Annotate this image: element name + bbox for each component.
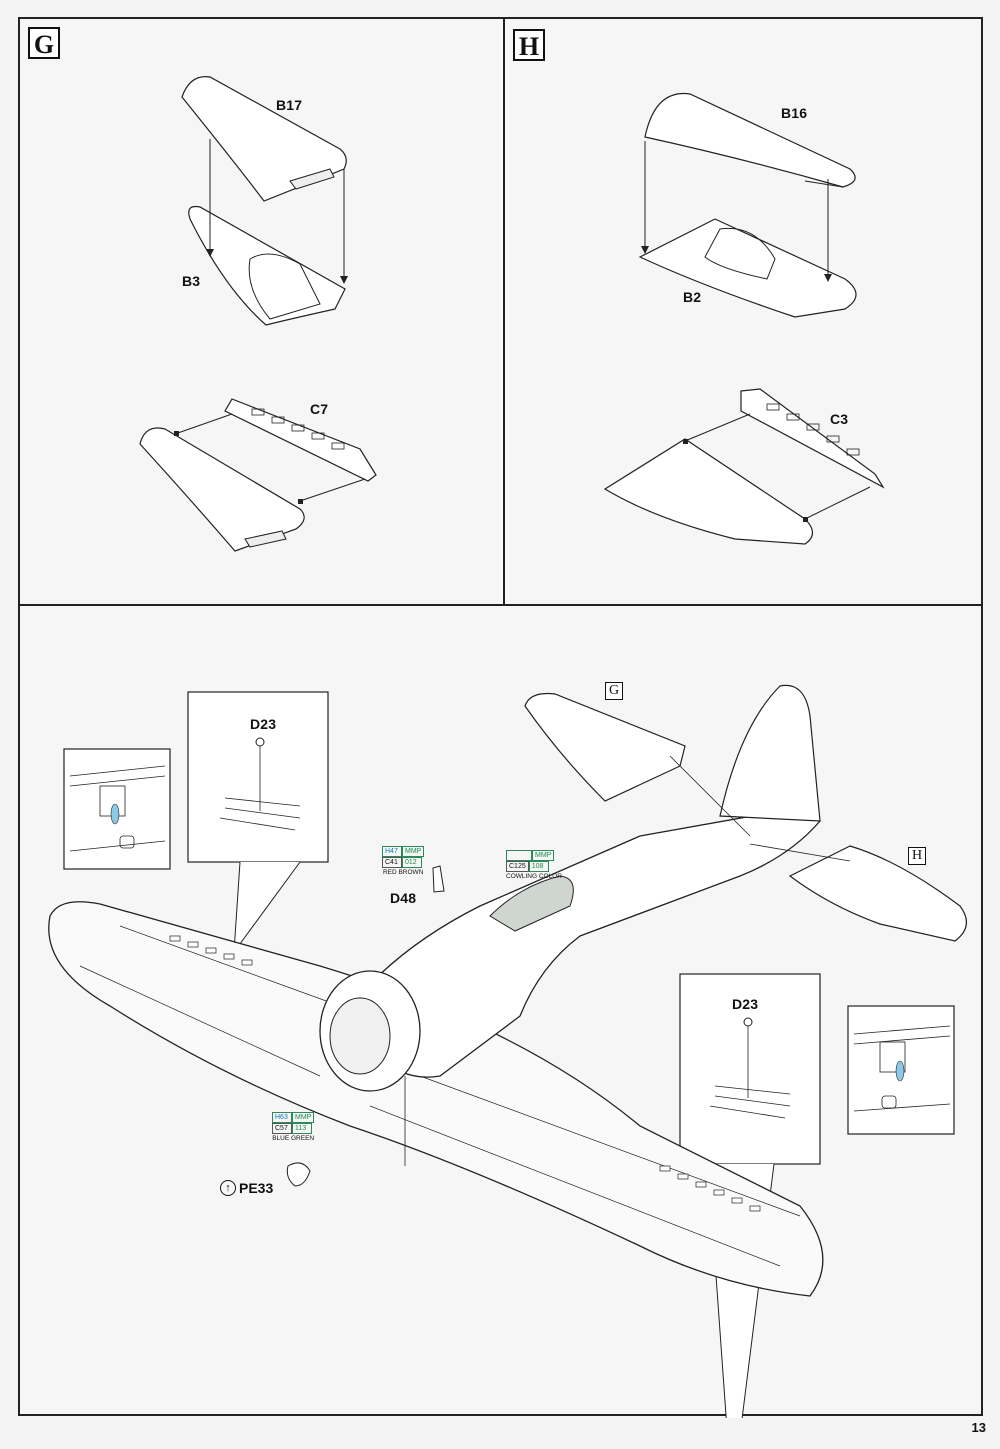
gunze-mr-code: C57 bbox=[272, 1123, 292, 1134]
page-number: 13 bbox=[971, 1420, 986, 1435]
step-h-marker: H bbox=[513, 29, 545, 61]
empty-code-cell bbox=[506, 850, 532, 861]
part-label-b16: B16 bbox=[781, 105, 808, 121]
part-label-b3: B3 bbox=[182, 273, 201, 289]
step-g-marker: G bbox=[28, 27, 60, 59]
mmp-label: MMP bbox=[292, 1112, 315, 1123]
gunze-mr-code: C125 bbox=[506, 861, 529, 872]
photoetch-icon: ↑ bbox=[220, 1180, 236, 1196]
part-label-d48: D48 bbox=[390, 890, 417, 906]
step-h-panel: H B16 B2 C3 bbox=[503, 17, 983, 606]
mmp-label: MMP bbox=[532, 850, 555, 861]
color-name: COWLING COLOR bbox=[506, 873, 562, 880]
step-g-reference: G bbox=[605, 682, 623, 700]
mmp-code: 012 bbox=[402, 857, 422, 868]
gunze-aqueous-code: H63 bbox=[272, 1112, 292, 1123]
step-h-drawing bbox=[603, 92, 885, 545]
part-label-b2: B2 bbox=[683, 289, 702, 305]
color-name: BLUE GREEN bbox=[272, 1135, 315, 1142]
color-name: RED BROWN bbox=[382, 869, 424, 876]
part-label-c3: C3 bbox=[830, 411, 849, 427]
part-label-c7: C7 bbox=[310, 401, 329, 417]
mmp-code: 108 bbox=[528, 861, 549, 872]
photoetch-callout-pe33: ↑ PE33 bbox=[220, 1180, 273, 1196]
part-label-d23-left: D23 bbox=[250, 716, 277, 732]
aircraft-assembly-drawing bbox=[48, 684, 967, 1418]
gunze-mr-code: C41 bbox=[382, 857, 402, 868]
step-g-drawing bbox=[139, 76, 377, 552]
part-label-d23-right: D23 bbox=[732, 996, 759, 1012]
mmp-code: 113 bbox=[292, 1123, 312, 1134]
part-label-b17: B17 bbox=[276, 97, 303, 113]
step-g-panel: G B17 B3 C7 bbox=[18, 17, 505, 606]
mmp-label: MMP bbox=[402, 846, 425, 857]
step-h-reference: H bbox=[908, 847, 926, 865]
photoetch-label: PE33 bbox=[239, 1180, 274, 1196]
gunze-aqueous-code: H47 bbox=[382, 846, 402, 857]
